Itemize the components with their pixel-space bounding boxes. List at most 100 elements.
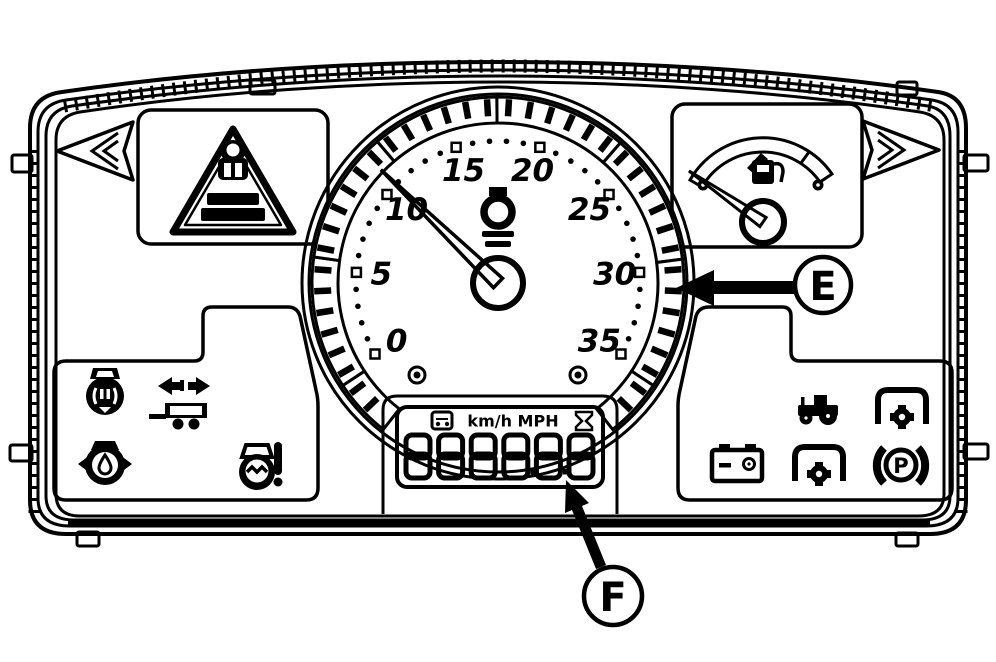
speed-scale-label: 5 — [371, 256, 393, 292]
callout-f-label: F — [599, 575, 626, 621]
dial-screw-right — [568, 365, 588, 385]
speedometer-dot-ring — [350, 138, 646, 360]
major-tick — [315, 307, 334, 317]
major-tick — [648, 202, 667, 216]
major-tick — [320, 326, 339, 338]
parking-brake-icon: P — [872, 445, 930, 486]
dot-minor — [355, 303, 361, 310]
fuel-needle-hub — [739, 198, 787, 246]
lcd-digits — [403, 432, 596, 481]
lcd-decimal-point — [563, 469, 569, 475]
bezel-outlines — [28, 59, 968, 536]
major-tick — [314, 266, 332, 274]
dot-minor — [355, 252, 362, 259]
speedometer-needle — [379, 168, 506, 291]
dot-minor — [366, 220, 372, 227]
callout-e-label: E — [809, 264, 836, 310]
dot-minor — [594, 179, 601, 185]
major-tick — [626, 165, 644, 182]
dot-square-major — [450, 141, 462, 154]
fuel-gauge-arc — [687, 136, 835, 190]
dot-minor — [437, 150, 444, 157]
lcd-digit — [533, 432, 563, 461]
dot-square-major — [350, 266, 363, 279]
coolant-temperature-icon — [239, 442, 283, 490]
dot-minor — [353, 286, 359, 293]
fuel-pump-icon — [747, 153, 785, 184]
major-tick — [329, 202, 348, 216]
major-tick — [352, 165, 370, 182]
major-tick — [322, 223, 341, 235]
major-tick — [629, 380, 648, 396]
major-tick — [662, 307, 681, 317]
major-tick — [655, 223, 674, 235]
lcd-digit — [468, 432, 498, 461]
major-tick — [327, 345, 346, 359]
dot-minor — [422, 158, 428, 164]
dot-minor — [469, 140, 476, 147]
major-tick — [641, 363, 659, 378]
transmission-oil-icon — [78, 441, 132, 485]
dot-square-major — [615, 348, 627, 360]
speed-scale-label: 15 — [442, 153, 485, 189]
lcd-digit — [468, 451, 498, 481]
dot-minor — [358, 320, 365, 326]
right-arrow-indicator — [861, 119, 941, 181]
lcd-units-label: km/h MPH — [467, 412, 558, 431]
gear-range-lower-icon — [792, 444, 846, 486]
lcd-digit — [501, 432, 531, 461]
dial-screw-left — [407, 365, 427, 385]
major-tick — [337, 363, 355, 378]
battery-icon — [709, 444, 765, 484]
lcd-digit — [533, 451, 563, 481]
dot-minor — [360, 236, 366, 242]
dot-minor — [582, 167, 588, 174]
lcd-digit — [566, 432, 596, 461]
dot-minor — [635, 303, 641, 310]
speed-scale-label: 30 — [593, 256, 636, 292]
major-tick — [504, 99, 513, 117]
trailer-indicator-icon — [149, 377, 210, 430]
dot-minor — [568, 158, 574, 164]
major-tick — [616, 396, 634, 413]
major-tick — [339, 183, 358, 198]
hourglass-icon — [574, 410, 594, 432]
left-arrow-indicator — [55, 120, 135, 182]
lcd-digit — [501, 451, 531, 481]
warning-lamp-box — [136, 108, 330, 246]
operator-warning-triangle-icon — [169, 125, 297, 236]
lcd-digit — [436, 451, 466, 481]
dot-minor — [486, 138, 493, 145]
major-tick — [382, 135, 399, 153]
dot-square-major — [633, 266, 646, 279]
major-tick — [362, 396, 380, 413]
major-tick — [661, 244, 680, 254]
major-tick — [483, 99, 492, 117]
dot-square-major — [369, 348, 381, 360]
dot-minor — [408, 167, 414, 174]
speed-scale-label: 0 — [386, 324, 408, 360]
lcd-digit — [566, 451, 596, 481]
tractor-icon — [798, 395, 838, 425]
dot-minor — [637, 286, 643, 293]
dot-square-major — [603, 188, 615, 201]
gear-range-upper-icon — [875, 387, 929, 429]
major-tick — [580, 123, 596, 142]
speed-dial-symbol-icon — [480, 187, 516, 247]
lcd-digit — [436, 432, 466, 461]
air-filter-icon — [86, 368, 124, 415]
lcd-display: km/h MPH — [381, 394, 619, 514]
dot-minor — [624, 220, 630, 227]
major-tick — [664, 287, 682, 295]
speedometer-tick-band — [310, 95, 686, 432]
dot-minor — [630, 236, 636, 242]
major-tick — [316, 244, 335, 254]
dot-minor — [631, 320, 638, 326]
speed-scale-label: 20 — [511, 153, 554, 189]
tractor-symbol-icon — [430, 410, 454, 431]
dot-minor — [364, 336, 371, 342]
right-telltale-box: P — [676, 305, 954, 502]
dot-minor — [625, 336, 632, 342]
callout-e: E — [676, 254, 854, 316]
